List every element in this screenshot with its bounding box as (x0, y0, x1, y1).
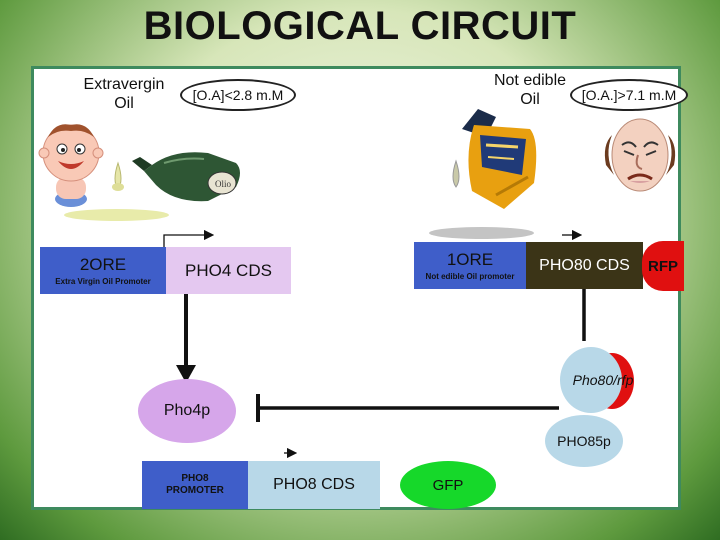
pho85-protein: PHO85p (545, 415, 623, 467)
circuit-connectors (163, 229, 586, 459)
rfp-reporter: RFP (642, 241, 684, 291)
circuit-panel: Extravergin Oil [O.A]<2.8 m.M Olio Not e… (31, 66, 688, 510)
page-title: BIOLOGICAL CIRCUIT (143, 4, 577, 48)
pho8-cds: PHO8 CDS (248, 461, 380, 509)
pho4-cds: PHO4 CDS (166, 247, 291, 294)
promoter-2ore-caption: Extra Virgin Oil Promoter (55, 276, 151, 286)
svg-text:Olio: Olio (215, 179, 232, 189)
promoter-1ore: 1ORE Not edible Oil promoter (414, 242, 526, 289)
pho80-protein: Pho80/rfp (560, 347, 633, 413)
pho4-protein: Pho4p (138, 379, 236, 443)
pho80-cds: PHO80 CDS (526, 242, 643, 289)
left-platform (64, 209, 169, 221)
not-edible-oil-label: Not edible Oil (493, 72, 567, 108)
left-concentration-badge: [O.A]<2.8 m.M (180, 79, 296, 111)
pho8-promoter: PHO8 PROMOTER (142, 461, 248, 509)
extravergin-oil-label: Extravergin Oil (83, 76, 165, 112)
gfp-reporter: GFP (400, 461, 496, 509)
promoter-1ore-label: 1ORE (446, 249, 494, 269)
happy-child-icon (38, 124, 104, 207)
promoter-1ore-caption: Not edible Oil promoter (425, 271, 515, 281)
sick-man-icon (604, 118, 676, 192)
right-concentration-badge: [O.A.]>7.1 m.M (570, 79, 688, 111)
promoter-2ore-label: 2ORE (79, 254, 127, 274)
not-edible-oil-can-icon (452, 109, 537, 209)
right-platform (429, 227, 534, 239)
pho80-protein-label: Pho80/rfp (572, 372, 634, 388)
extravergin-oil-bottle-icon: Olio (112, 152, 240, 202)
pho4-expression-head (176, 365, 196, 383)
tss-arrow-left (163, 229, 215, 247)
promoter-2ore: 2ORE Extra Virgin Oil Promoter (40, 247, 166, 294)
